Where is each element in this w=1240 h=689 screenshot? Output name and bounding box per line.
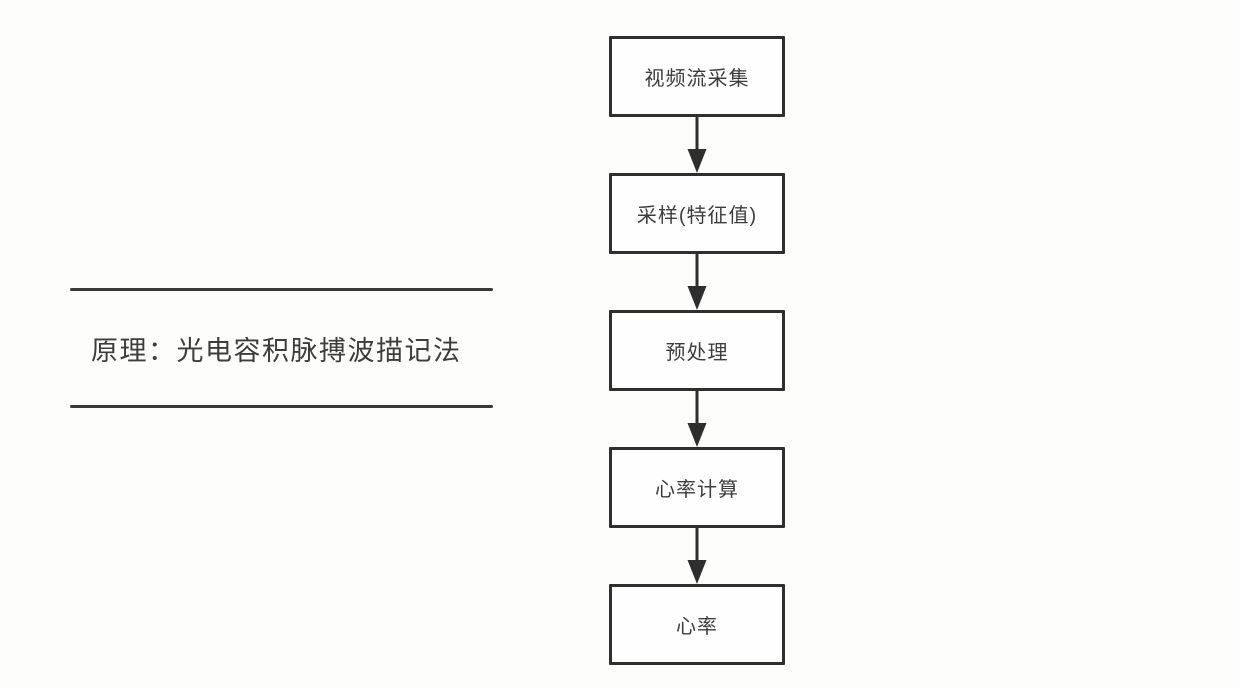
- down-arrow-icon: [687, 528, 707, 584]
- top-rule: [70, 288, 493, 291]
- down-arrow-icon: [687, 117, 707, 173]
- principle-label: 原理：光电容积脉搏波描记法: [91, 335, 462, 366]
- flow-node-label: 心率计算: [655, 479, 739, 501]
- flow-node-video-stream-capture: 视频流采集: [609, 36, 785, 117]
- flow-node-label: 采样(特征值): [636, 205, 758, 227]
- flow-node-heart-rate-calculation: 心率计算: [609, 447, 785, 528]
- bottom-rule: [70, 405, 493, 408]
- flow-node-label: 预处理: [665, 342, 729, 364]
- principle-callout: 原理：光电容积脉搏波描记法: [70, 288, 493, 408]
- down-arrow-icon: [687, 391, 707, 447]
- flow-node-heart-rate: 心率: [609, 584, 785, 665]
- flow-node-label: 视频流采集: [644, 68, 750, 90]
- flow-node-sampling-feature-values: 采样(特征值): [609, 173, 785, 254]
- flowchart: 视频流采集 采样(特征值) 预处理 心率计算 心率: [609, 36, 785, 665]
- flow-node-preprocessing: 预处理: [609, 310, 785, 391]
- down-arrow-icon: [687, 254, 707, 310]
- flow-node-label: 心率: [676, 616, 718, 638]
